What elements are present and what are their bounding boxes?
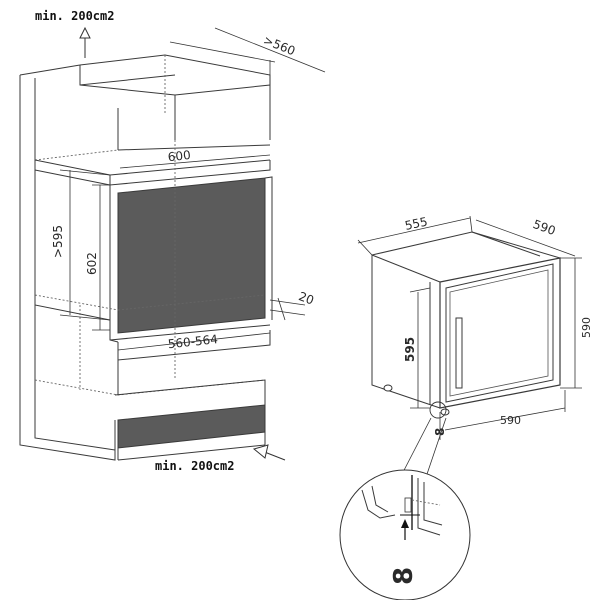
dimension-height-595: >595 xyxy=(51,169,111,321)
dimension-width-600: 600 xyxy=(119,148,271,169)
detail-leader-left xyxy=(399,417,432,479)
dimension-depth-560: >560 xyxy=(169,27,326,85)
dimension-height-602: 602 xyxy=(85,184,110,331)
detail-leader-right xyxy=(424,417,447,481)
dim-label-8-small: 8 xyxy=(433,428,447,436)
dim-label-gt560: >560 xyxy=(261,33,297,58)
dim-label-602: 602 xyxy=(85,252,99,275)
detail-view: 8 xyxy=(339,469,471,600)
dim-label-560-564: 560-564 xyxy=(167,332,218,351)
dimension-front-595: 595 xyxy=(403,287,431,409)
vent-top-annotation: min. 200cm2 xyxy=(35,9,114,58)
vent-bottom-label: min. 200cm2 xyxy=(155,459,234,473)
dimension-width-560-564: 560-564 xyxy=(117,332,271,351)
vent-top-label: min. 200cm2 xyxy=(35,9,114,23)
arrow-up-icon xyxy=(401,519,409,540)
vent-bottom-annotation: min. 200cm2 xyxy=(155,444,286,473)
detail-label-8: 8 xyxy=(389,567,419,585)
dimension-gap-20: 20 xyxy=(269,289,316,321)
dim-label-595: 595 xyxy=(403,337,417,362)
dim-label-gt595: >595 xyxy=(51,225,65,258)
dim-label-600: 600 xyxy=(167,148,191,164)
niche-opening xyxy=(117,177,266,334)
cabinet-niche-drawing xyxy=(19,54,273,461)
dim-label-590-side: 590 xyxy=(531,217,557,238)
dimension-height-590: 590 xyxy=(560,257,593,389)
dimension-side-590: 590 xyxy=(475,217,576,257)
arrow-up-icon xyxy=(79,26,91,58)
dim-label-555: 555 xyxy=(404,214,429,232)
dim-label-590-height: 590 xyxy=(580,317,593,338)
dim-label-590-width: 590 xyxy=(500,414,521,427)
bottom-vent-opening xyxy=(117,404,266,449)
dimension-width-590: 590 xyxy=(444,390,566,431)
dimension-depth-555: 555 xyxy=(357,214,473,256)
arrow-left-down-icon xyxy=(252,444,286,461)
dim-label-20: 20 xyxy=(297,289,316,307)
appliance-drawing xyxy=(371,231,561,419)
door-handle xyxy=(455,317,463,389)
